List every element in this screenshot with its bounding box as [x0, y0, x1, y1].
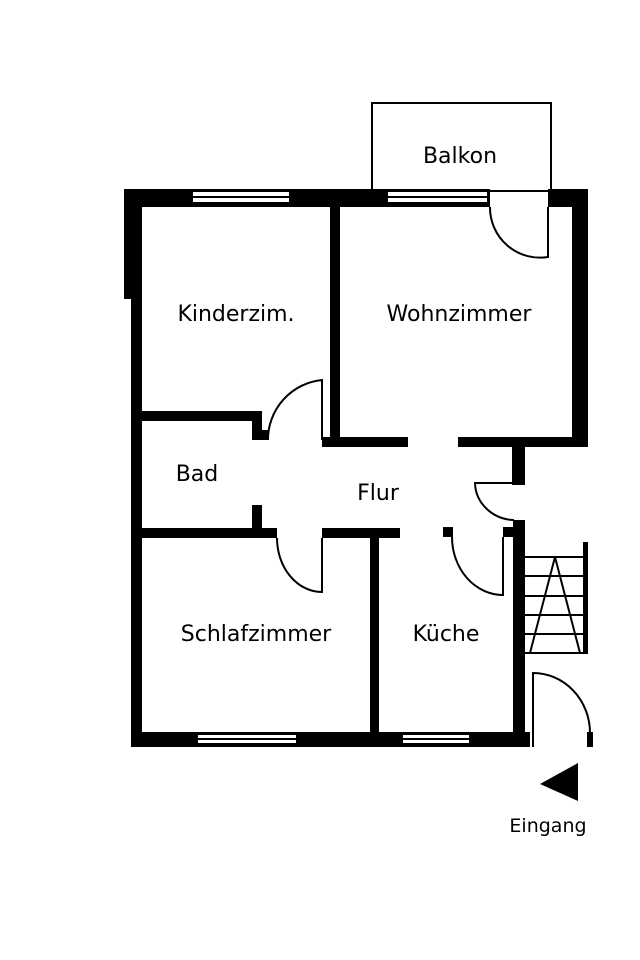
windows: [191, 190, 489, 745]
room-label-kueche: Küche: [413, 622, 480, 647]
doors: [266, 206, 591, 747]
kinderzimmer-door: [266, 378, 323, 441]
bad-wall-lower: [252, 505, 262, 538]
flur-right-stub: [512, 447, 525, 485]
schlaf-door-stub: [262, 528, 277, 538]
kinder-bottom: [142, 411, 262, 421]
left-wall-lower: [131, 290, 142, 747]
room-label-schlafzimmer: Schlafzimmer: [181, 622, 332, 647]
door-stub: [262, 430, 268, 440]
kueche-door-stub-right: [503, 527, 513, 537]
wohn-bottom-right: [458, 437, 588, 447]
left-wall-upper: [124, 189, 142, 299]
schlafzimmer-door: [276, 537, 323, 594]
kueche-right-wall: [513, 520, 525, 747]
right-wall-upper: [572, 189, 588, 447]
room-label-wohnzimmer: Wohnzimmer: [387, 302, 533, 327]
kueche-door-stub: [443, 527, 453, 537]
flur-door: [473, 482, 515, 521]
flur-bottom: [322, 528, 400, 538]
wall-kinder-wohn: [330, 207, 340, 447]
schlaf-top: [142, 528, 262, 538]
kueche-door: [451, 536, 504, 597]
entrance-stub: [587, 732, 593, 747]
bad-wall-upper: [252, 411, 262, 440]
stairs: [525, 542, 588, 654]
wall-schlaf-kueche: [370, 528, 379, 747]
balcony-door: [488, 206, 549, 259]
room-label-balkon: Balkon: [423, 144, 497, 169]
entrance-label: Eingang: [509, 815, 586, 837]
room-label-bad: Bad: [176, 462, 219, 487]
entrance-door: [532, 671, 591, 747]
wohn-bottom-left: [322, 437, 408, 447]
entrance-arrow-icon: [540, 763, 578, 801]
room-label-flur: Flur: [357, 481, 400, 506]
room-label-kinderzimmer: Kinderzim.: [177, 302, 294, 327]
